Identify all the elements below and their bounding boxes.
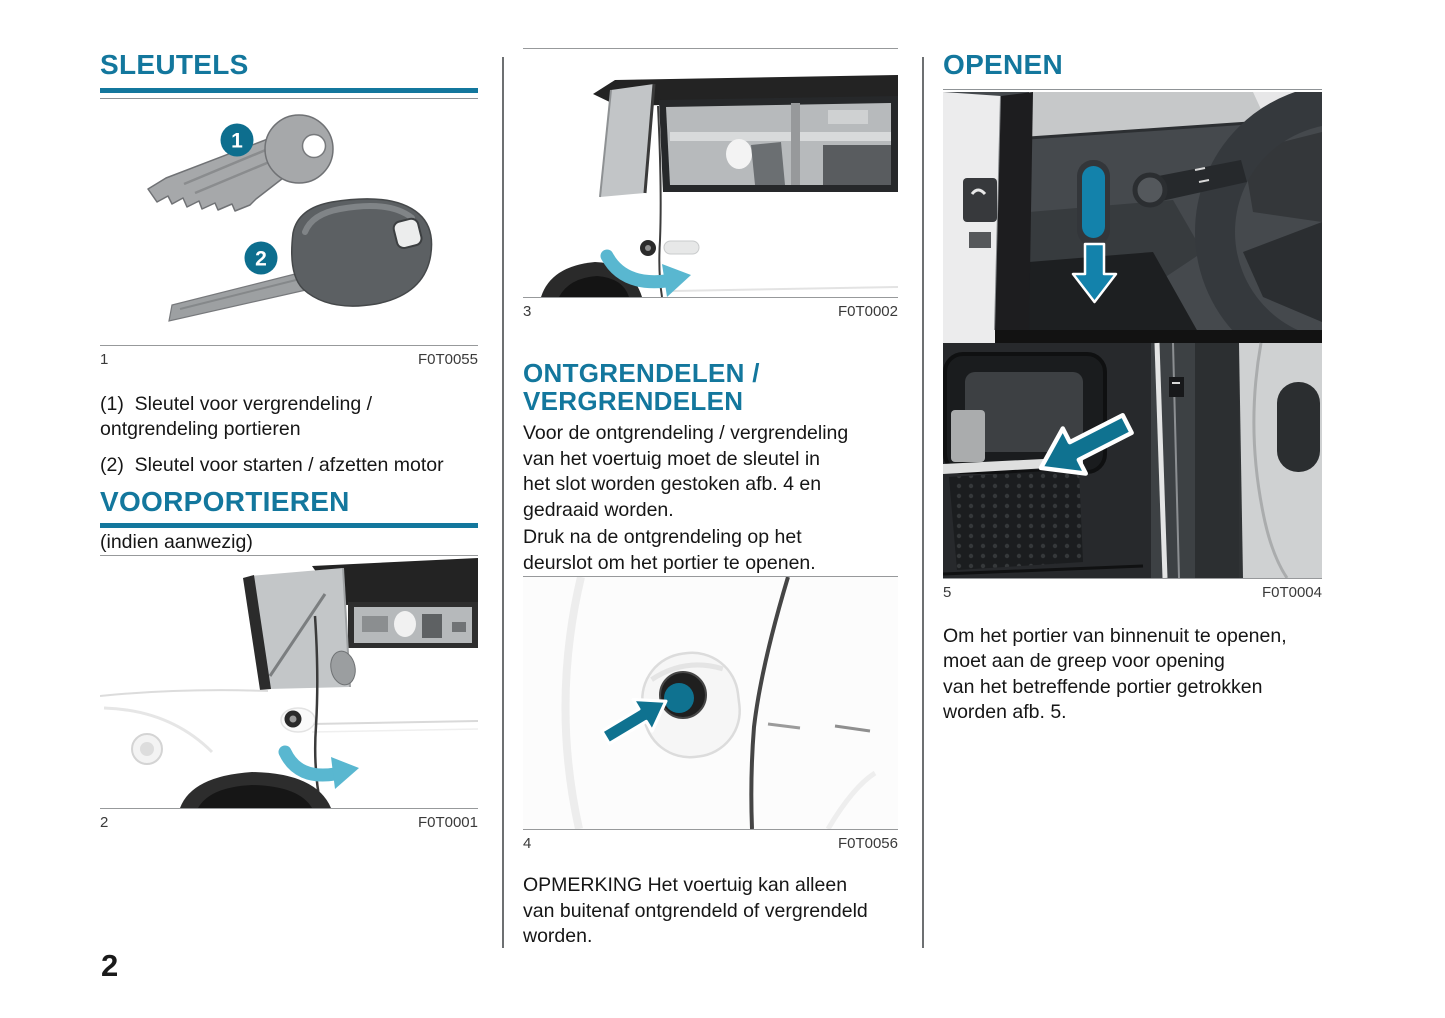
figure-number: 2 bbox=[100, 814, 109, 832]
figure-code: F0T0001 bbox=[417, 814, 478, 832]
column-keys: SLEUTELS bbox=[100, 50, 478, 832]
figure-caption: 3 F0T0002 bbox=[523, 297, 898, 321]
car-roof bbox=[312, 558, 478, 607]
unlock-paragraph-1: Voor de ontgrendeling / vergrendeling va… bbox=[523, 422, 849, 521]
front-door-photo bbox=[100, 556, 478, 809]
page-number: 2 bbox=[101, 948, 119, 983]
note-paragraph: OPMERKING Het voertuig kan alleen van bu… bbox=[523, 874, 868, 948]
indicator-stalk bbox=[1148, 159, 1247, 202]
key-item-1: (1) Sleutel voor vergrendeling / ontgren… bbox=[100, 392, 373, 441]
svg-text:1: 1 bbox=[231, 129, 243, 152]
mirror bbox=[330, 651, 356, 686]
section-subtitle: (indien aanwezig) bbox=[100, 530, 253, 553]
figure-interior-handle: 5 F0T0004 bbox=[943, 91, 1322, 602]
unlock-paragraph-2: Druk na de ontgrendeling op het deurslot… bbox=[523, 526, 816, 574]
svg-text:2: 2 bbox=[255, 247, 267, 270]
badge-1: 1 bbox=[220, 123, 254, 157]
figure-caption: 2 F0T0001 bbox=[100, 808, 478, 832]
rear-door-photo bbox=[523, 50, 898, 297]
figure-code: F0T0004 bbox=[1261, 583, 1322, 601]
figure-number: 4 bbox=[523, 835, 532, 853]
heading-rule-thick bbox=[100, 522, 478, 528]
figure-rear-door: 3 F0T0002 bbox=[523, 48, 898, 321]
handle-highlight bbox=[1082, 165, 1105, 238]
lock-cylinder-highlight bbox=[664, 683, 694, 714]
open-direction-arrow-icon bbox=[278, 745, 359, 790]
figure-code: F0T0002 bbox=[837, 303, 898, 320]
door-seal-edge bbox=[1154, 342, 1168, 578]
wiper bbox=[268, 593, 327, 678]
keys-illustration: 1 2 bbox=[100, 101, 478, 345]
pull-down-arrow-icon bbox=[1071, 242, 1118, 303]
headrest bbox=[726, 139, 752, 169]
key-1 bbox=[147, 113, 334, 212]
column-divider-right bbox=[922, 57, 924, 948]
windshield-glass bbox=[250, 568, 350, 690]
door-latch bbox=[963, 177, 997, 222]
figure-keys: 1 2 1 F0T0055 bbox=[100, 101, 478, 369]
figure-caption: 4 F0T0056 bbox=[523, 829, 898, 853]
key-2 bbox=[168, 197, 433, 322]
heading-rule-thin bbox=[100, 97, 478, 99]
figure-caption: 5 F0T0004 bbox=[943, 577, 1322, 602]
column-divider-left bbox=[502, 57, 504, 948]
figure-code: F0T0055 bbox=[417, 350, 478, 368]
open-paragraph: Om het portier van binnenuit te openen, … bbox=[943, 624, 1287, 724]
heading-rule-thin bbox=[943, 88, 1322, 90]
figure-lock-closeup: 4 F0T0056 bbox=[523, 576, 898, 853]
door-handle bbox=[663, 240, 700, 255]
column-unlock: 3 F0T0002 ONTGRENDELEN / VERGRENDELEN Vo… bbox=[523, 48, 898, 950]
figure-number: 5 bbox=[943, 583, 952, 601]
figure-front-door: 2 F0T0001 bbox=[100, 555, 478, 832]
column-open: OPENEN bbox=[943, 50, 1322, 726]
section-title-openen: OPENEN bbox=[943, 49, 1064, 80]
door-seal bbox=[995, 91, 1033, 332]
figure-code: F0T0056 bbox=[837, 835, 898, 853]
footwell bbox=[1029, 251, 1198, 332]
section-title-ontgrendelen: ONTGRENDELEN / VERGRENDELEN bbox=[523, 358, 760, 416]
quarter-glass bbox=[600, 84, 654, 197]
key-item-2: (2) Sleutel voor starten / afzetten moto… bbox=[100, 453, 444, 476]
lock-closeup-photo bbox=[523, 577, 898, 830]
a-pillar bbox=[243, 575, 271, 691]
badge-2: 2 bbox=[244, 241, 278, 275]
open-direction-arrow-icon bbox=[600, 249, 691, 297]
figure-number: 3 bbox=[523, 303, 532, 320]
figure-number: 1 bbox=[100, 350, 109, 368]
heading-rule-thick bbox=[100, 87, 478, 93]
interior-handle-photo bbox=[943, 91, 1322, 578]
section-title-sleutels: SLEUTELS bbox=[100, 49, 249, 80]
door-gap bbox=[313, 616, 323, 809]
section-title-voorportieren: VOORPORTIEREN bbox=[100, 486, 350, 518]
door-gap bbox=[749, 577, 790, 830]
figure-caption: 1 F0T0055 bbox=[100, 344, 478, 369]
steering-wheel bbox=[1195, 91, 1322, 379]
